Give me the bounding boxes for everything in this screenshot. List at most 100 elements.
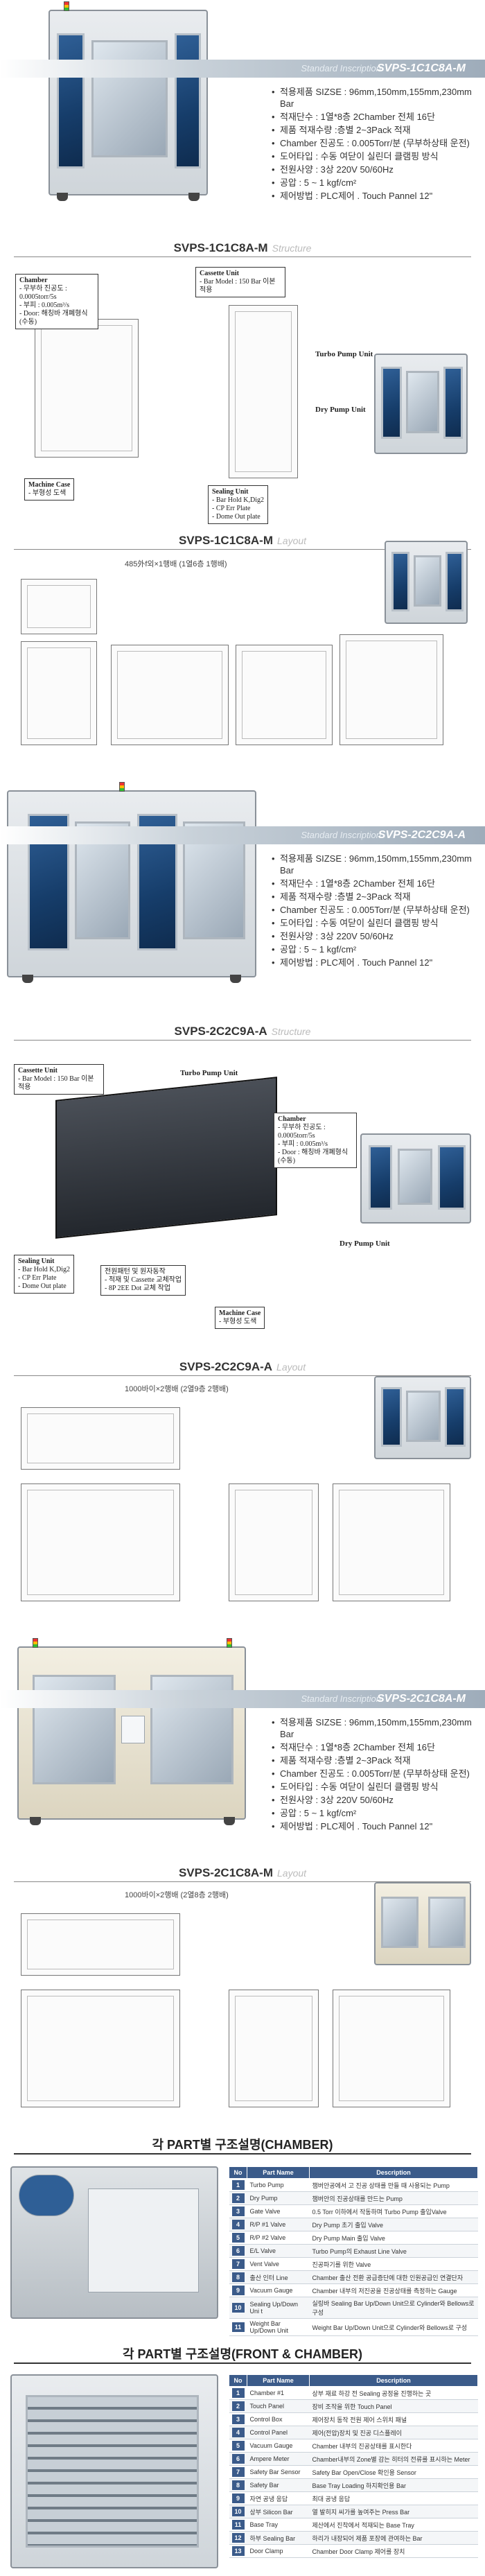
cell-description: Turbo Pump의 Exhaust Line Valve <box>309 2244 478 2258</box>
spec-list: 적용제품 SIZSE : 96mm,150mm,155mm,230mm Bar … <box>272 86 479 203</box>
section-tag: Structure <box>272 243 312 254</box>
layout-drawing-right <box>340 634 443 745</box>
cell-part-name: Vacuum Gauge <box>247 2283 310 2297</box>
callout-line: - CP Err Plate <box>18 1274 57 1282</box>
cell-part-name: Safety Bar <box>247 2478 310 2492</box>
layout-drawing-top <box>21 579 97 634</box>
cell-no: 10 <box>229 2297 247 2319</box>
callout-line: - 부형성 도색 <box>28 489 67 497</box>
model-label: SVPS-2C2C9A-A <box>378 829 466 841</box>
number-badge: 8 <box>231 2272 245 2282</box>
cell-no: 2 <box>229 2191 247 2205</box>
parts-title-text: 각 PART별 구조설명(FRONT & CHAMBER) <box>123 2347 362 2361</box>
section-tag: Structure <box>271 1026 311 1037</box>
cell-part-name: Safety Bar Sensor <box>247 2465 310 2479</box>
cell-part-name: Ampere Meter <box>247 2452 310 2466</box>
cell-part-name: Turbo Pump <box>247 2178 310 2192</box>
cell-part-name: Base Tray <box>247 2518 310 2532</box>
number-badge: 11 <box>231 2322 245 2332</box>
cell-part-name: 출산 인터 Line <box>247 2270 310 2284</box>
spec-item: 적재단수 : 1열*8층 2Chamber 전체 16단 <box>272 1741 479 1753</box>
cell-part-name: R/P #2 Valve <box>247 2231 310 2245</box>
section-model: SVPS-2C1C8A-M <box>178 1866 273 1879</box>
machine-photo-small <box>360 1133 471 1224</box>
callout-line: - 부피 : 0.005m³/s <box>278 1140 328 1148</box>
callout-line: - Dome Out plate <box>18 1282 67 1290</box>
cell-part-name: 하부 Sealing Bar <box>247 2531 310 2545</box>
cassette-callout: Cassette Unit - Bar Model : 150 Bar 이본적용 <box>195 267 285 297</box>
layout-note: 485外f외×1행배 (1열6층 1행배) <box>125 560 227 568</box>
cell-no: 5 <box>229 2439 247 2453</box>
model-label: SVPS-1C1C8A-M <box>376 62 466 74</box>
section-model: SVPS-2C2C9A-A <box>179 1360 273 1373</box>
sealing-callout: Sealing Unit - Bar Hold K,Dig2 - CP Err … <box>208 485 268 524</box>
number-badge: 1 <box>231 2388 245 2398</box>
spec-banner: Standard Inscription SVPS-2C2C9A-A <box>0 826 485 844</box>
number-badge: 10 <box>231 2303 245 2313</box>
cell-no: 1 <box>229 2386 247 2400</box>
cell-description: Chamber Door Clamp 제어를 장치 <box>309 2544 478 2558</box>
cell-description: 제어장치 동작 전원 제어 스위치 패널 <box>309 2412 478 2426</box>
callout-line: - 부피 : 0.005m³/s <box>19 302 69 309</box>
number-badge: 8 <box>231 2480 245 2490</box>
callout-title: Cassette Unit <box>18 1067 58 1074</box>
cassette-callout: Cassette Unit - Bar Model : 150 Bar 이본적용 <box>14 1064 104 1095</box>
spec-item: Chamber 진공도 : 0.005Torr/분 (무부하상태 운전) <box>272 1768 479 1779</box>
sealing-callout: Sealing Unit - Bar Hold K,Dig2 - CP Err … <box>14 1255 74 1294</box>
callout-title: Cassette Unit <box>200 270 239 277</box>
spec-item: 전원사양 : 3상 220V 50/60Hz <box>272 164 479 175</box>
number-badge: 6 <box>231 2246 245 2256</box>
front-window <box>91 40 168 158</box>
callout-title: Chamber <box>278 1115 306 1123</box>
layout-drawing-front <box>21 1483 180 1601</box>
machine-photo-small <box>374 1882 471 1965</box>
layout-drawing-right <box>333 1990 450 2107</box>
callout-line: - 무부하 진공도 : 0.0005torr/5s <box>19 285 67 301</box>
cell-description: 진공파기를 위한 Valve <box>309 2257 478 2271</box>
spec-item: 적용제품 SIZSE : 96mm,150mm,155mm,230mm Bar <box>272 1716 479 1740</box>
col-header-no: No <box>229 2374 247 2387</box>
cell-description: 상부 재료 하강 전 Sealing 공정을 진행하는 곳 <box>309 2386 478 2400</box>
layout-drawing-side <box>229 1483 319 1601</box>
number-badge: 7 <box>231 2259 245 2269</box>
cell-no: 10 <box>229 2505 247 2518</box>
center-callout: 전원패턴 및 원자동작 - 적재 및 Cassette 교체작업 - 8P 2E… <box>100 1265 186 1296</box>
col-header-part-name: Part Name <box>247 2166 310 2179</box>
spec-item: 공압 : 5 ~ 1 kgf/cm² <box>272 1807 479 1819</box>
layout-drawing-top <box>21 1407 180 1470</box>
machine-photo-small <box>374 354 468 454</box>
cell-no: 11 <box>229 2518 247 2532</box>
section-model: SVPS-2C2C9A-A <box>174 1025 267 1038</box>
callout-title: Sealing Unit <box>18 1257 55 1265</box>
layout-drawing-rear <box>236 645 333 745</box>
number-badge: 6 <box>231 2454 245 2464</box>
cell-no: 4 <box>229 2426 247 2439</box>
number-badge: 2 <box>231 2401 245 2411</box>
callout-line: - 무부하 진공도 : 0.0005torr/5s <box>278 1124 326 1140</box>
spec-item: 전원사양 : 3상 220V 50/60Hz <box>272 1794 479 1806</box>
machine-photo-1c1c8a <box>48 1 208 201</box>
machine-case-callout: Machine Case - 부형성 도색 <box>24 478 75 501</box>
spec-item: 제품 적재수량 :층별 2~3Pack 적재 <box>272 124 479 136</box>
machine-photo-2c2c9a <box>7 782 256 983</box>
cell-description: Dry Pump 초기 출입 Valve <box>309 2218 478 2231</box>
spec-item: 제어방법 : PLC제어 . Touch Pannel 12" <box>272 957 479 968</box>
dry-pump-label: Dry Pump Unit <box>315 406 366 414</box>
cell-description: 챔버안의 진공상태를 만드는 Pump <box>309 2191 478 2205</box>
machine-case-callout: Machine Case - 부형성 도색 <box>215 1307 265 1329</box>
series-label: Standard Inscription <box>301 1694 381 1704</box>
chamber-door <box>175 33 201 169</box>
layout-note: 1000바이×2행배 (2열9층 2행배) <box>125 1385 229 1393</box>
layout-drawing-side <box>229 1990 319 2107</box>
